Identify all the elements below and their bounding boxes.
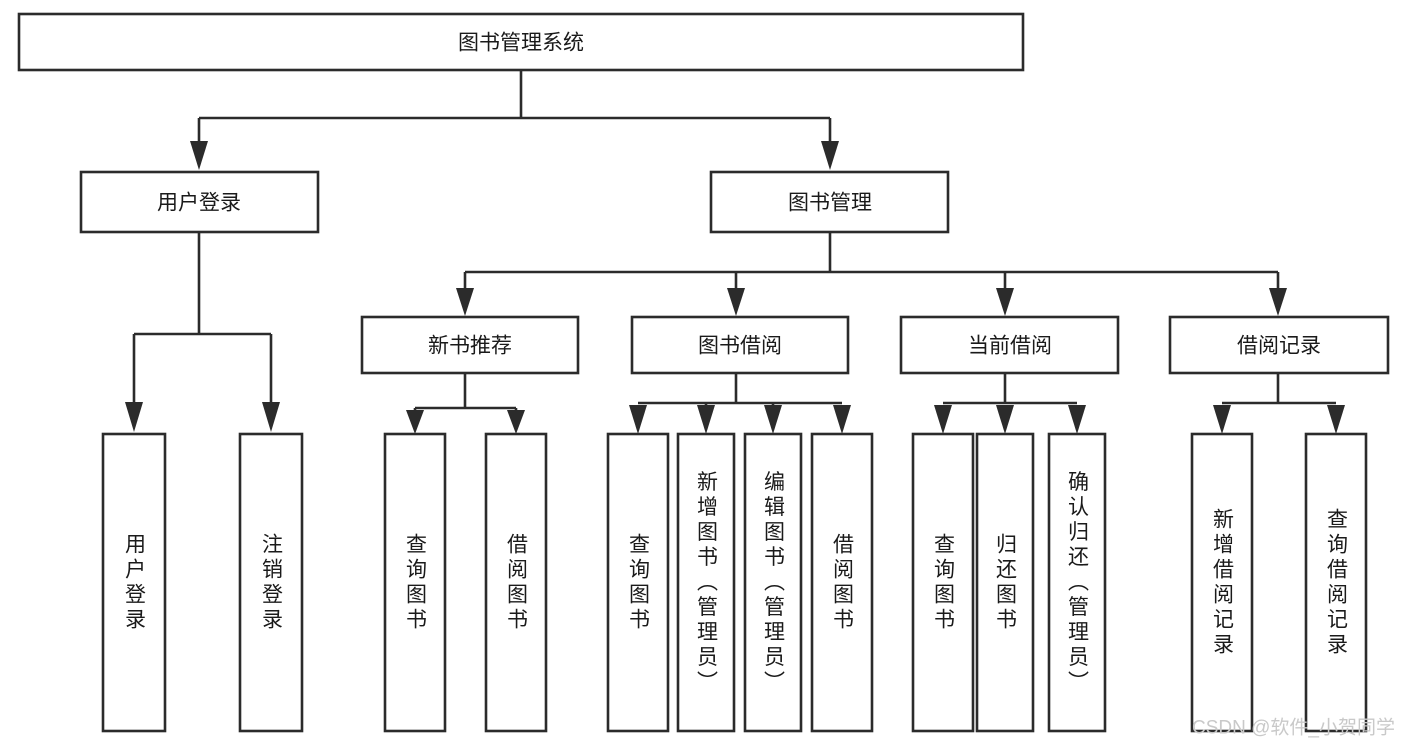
node-current-borrow-box[interactable] <box>899 315 1120 375</box>
node-current-borrow-label: 当前借阅 <box>968 335 1052 358</box>
connector-group-new-book-recommend <box>406 373 525 434</box>
arrow-head-book-management <box>821 141 839 170</box>
arrow-head-leaf-borrow-book-1 <box>507 410 525 434</box>
node-leaf-query-book-3-box[interactable] <box>911 432 975 733</box>
node-leaf-query-book-3-label: 查询图书 <box>932 533 956 633</box>
node-user-login-label: 用户登录 <box>157 192 241 215</box>
connector-group-book-borrow <box>629 373 851 434</box>
arrow-head-leaf-add-book-admin <box>697 405 715 434</box>
node-leaf-add-book-admin[interactable]: 新增图书（管理员） <box>676 432 736 733</box>
node-leaf-query-borrow-record-label: 查询借阅记录 <box>1325 508 1349 658</box>
node-user-login-box[interactable] <box>79 170 320 234</box>
node-borrow-record-label: 借阅记录 <box>1237 335 1321 358</box>
node-leaf-borrow-book-2-box[interactable] <box>810 432 874 733</box>
arrow-head-leaf-query-borrow-record <box>1327 405 1345 434</box>
node-current-borrow[interactable]: 当前借阅 <box>899 315 1120 375</box>
arrow-head-user-login <box>190 141 208 170</box>
node-leaf-query-book-3[interactable]: 查询图书 <box>911 432 975 733</box>
node-leaf-borrow-book-1[interactable]: 借阅图书 <box>484 432 548 733</box>
node-leaf-confirm-return-admin-box[interactable] <box>1047 432 1107 733</box>
node-leaf-user-login-box[interactable] <box>101 432 167 733</box>
node-leaf-query-borrow-record-box[interactable] <box>1304 432 1368 733</box>
node-leaf-add-borrow-record[interactable]: 新增借阅记录 <box>1190 432 1254 733</box>
node-leaf-query-book-1[interactable]: 查询图书 <box>383 432 447 733</box>
node-leaf-return-book[interactable]: 归还图书 <box>975 432 1035 733</box>
watermark-label: CSDN @软件_小贺同学 <box>1192 717 1395 739</box>
node-new-book-recommend-label: 新书推荐 <box>428 335 512 358</box>
arrow-head-leaf-logout-login <box>262 402 280 432</box>
node-book-borrow-box[interactable] <box>630 315 850 375</box>
node-book-management[interactable]: 图书管理 <box>709 170 950 234</box>
node-leaf-logout-login-label: 注销登录 <box>260 533 284 633</box>
node-borrow-record-box[interactable] <box>1168 315 1390 375</box>
node-new-book-recommend[interactable]: 新书推荐 <box>360 315 580 375</box>
node-leaf-query-book-2[interactable]: 查询图书 <box>606 432 670 733</box>
arrow-head-current-borrow <box>996 288 1014 316</box>
arrow-head-new-book-recommend <box>456 288 474 316</box>
node-leaf-query-borrow-record[interactable]: 查询借阅记录 <box>1304 432 1368 733</box>
node-leaf-add-book-admin-box[interactable] <box>676 432 736 733</box>
node-root-box[interactable] <box>17 12 1025 72</box>
connector-group-borrow-record <box>1213 373 1345 434</box>
node-book-management-label: 图书管理 <box>788 192 872 215</box>
node-leaf-query-book-2-box[interactable] <box>606 432 670 733</box>
connector-group-user-login <box>125 232 280 432</box>
node-book-management-box[interactable] <box>709 170 950 234</box>
arrow-head-leaf-query-book-2 <box>629 405 647 434</box>
node-leaf-edit-book-admin-box[interactable] <box>743 432 803 733</box>
node-leaf-add-borrow-record-label: 新增借阅记录 <box>1211 508 1235 658</box>
arrow-head-leaf-query-book-1 <box>406 410 424 434</box>
node-leaf-add-book-admin-label: 新增图书（管理员） <box>695 471 719 696</box>
node-leaf-confirm-return-admin[interactable]: 确认归还（管理员） <box>1047 432 1107 733</box>
node-leaf-user-login-label: 用户登录 <box>123 533 147 633</box>
node-leaf-borrow-book-1-box[interactable] <box>484 432 548 733</box>
arrow-head-leaf-edit-book-admin <box>764 405 782 434</box>
arrow-head-leaf-query-book-3 <box>934 405 952 434</box>
arrow-head-leaf-add-borrow-record <box>1213 405 1231 434</box>
node-leaf-return-book-label: 归还图书 <box>994 533 1018 633</box>
node-leaf-edit-book-admin-label: 编辑图书（管理员） <box>762 471 786 696</box>
arrow-head-borrow-record <box>1269 288 1287 316</box>
connector-group-current-borrow <box>934 373 1086 434</box>
node-root[interactable]: 图书管理系统 <box>17 12 1025 72</box>
node-root-label: 图书管理系统 <box>458 32 584 55</box>
node-leaf-logout-login[interactable]: 注销登录 <box>238 432 304 733</box>
arrow-head-leaf-return-book <box>996 405 1014 434</box>
node-leaf-return-book-box[interactable] <box>975 432 1035 733</box>
node-new-book-recommend-box[interactable] <box>360 315 580 375</box>
arrow-head-leaf-user-login <box>125 402 143 432</box>
node-leaf-borrow-book-1-label: 借阅图书 <box>505 533 529 633</box>
connector-group-root <box>190 70 839 170</box>
node-book-borrow[interactable]: 图书借阅 <box>630 315 850 375</box>
node-leaf-confirm-return-admin-label: 确认归还（管理员） <box>1066 471 1090 696</box>
node-user-login[interactable]: 用户登录 <box>79 170 320 234</box>
node-leaf-query-book-1-box[interactable] <box>383 432 447 733</box>
node-leaf-add-borrow-record-box[interactable] <box>1190 432 1254 733</box>
arrow-head-leaf-confirm-return-admin <box>1068 405 1086 434</box>
node-leaf-edit-book-admin[interactable]: 编辑图书（管理员） <box>743 432 803 733</box>
connector-group-book-management <box>456 232 1287 316</box>
arrow-head-leaf-borrow-book-2 <box>833 405 851 434</box>
node-borrow-record[interactable]: 借阅记录 <box>1168 315 1390 375</box>
node-leaf-borrow-book-2[interactable]: 借阅图书 <box>810 432 874 733</box>
node-leaf-query-book-1-label: 查询图书 <box>404 533 428 633</box>
arrow-head-book-borrow <box>727 288 745 316</box>
node-leaf-user-login[interactable]: 用户登录 <box>101 432 167 733</box>
node-leaf-query-book-2-label: 查询图书 <box>627 533 651 633</box>
node-leaf-borrow-book-2-label: 借阅图书 <box>831 533 855 633</box>
node-book-borrow-label: 图书借阅 <box>698 335 782 358</box>
node-leaf-logout-login-box[interactable] <box>238 432 304 733</box>
